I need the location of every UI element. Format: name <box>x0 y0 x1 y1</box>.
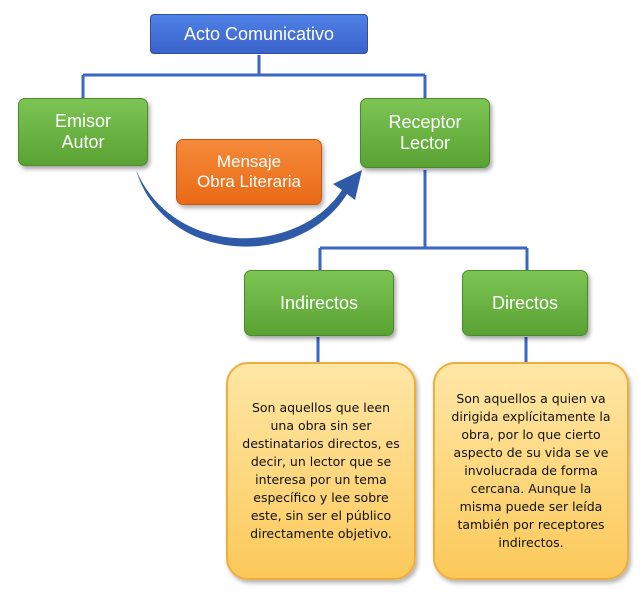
obra-literaria-label: Obra Literaria <box>197 172 301 191</box>
receptor-label: Receptor <box>388 112 462 133</box>
acto-comunicativo-box: Acto Comunicativo <box>150 14 368 54</box>
indirectos-description: Son aquellos que leen una obra sin ser d… <box>242 400 400 541</box>
acto-comunicativo-label: Acto Comunicativo <box>183 23 335 44</box>
indirectos-box: Indirectos <box>244 270 394 336</box>
directos-label: Directos <box>491 292 558 313</box>
mensaje-box: Mensaje Obra Literaria <box>176 139 322 205</box>
receptor-box: Receptor Lector <box>360 98 490 168</box>
autor-label: Autor <box>61 132 105 152</box>
lector-label: Lector <box>399 133 451 153</box>
directos-description: Son aquellos a quien va dirigida explíci… <box>451 391 611 550</box>
mensaje-label: Mensaje <box>216 152 282 172</box>
emisor-label: Emisor <box>54 111 111 132</box>
directos-box: Directos <box>462 270 588 336</box>
directos-description-box: Son aquellos a quien va dirigida explíci… <box>433 362 629 580</box>
curved-arrow <box>136 170 362 247</box>
emisor-box: Emisor Autor <box>18 98 148 166</box>
indirectos-description-box: Son aquellos que leen una obra sin ser d… <box>226 362 416 580</box>
indirectos-label: Indirectos <box>279 292 359 313</box>
